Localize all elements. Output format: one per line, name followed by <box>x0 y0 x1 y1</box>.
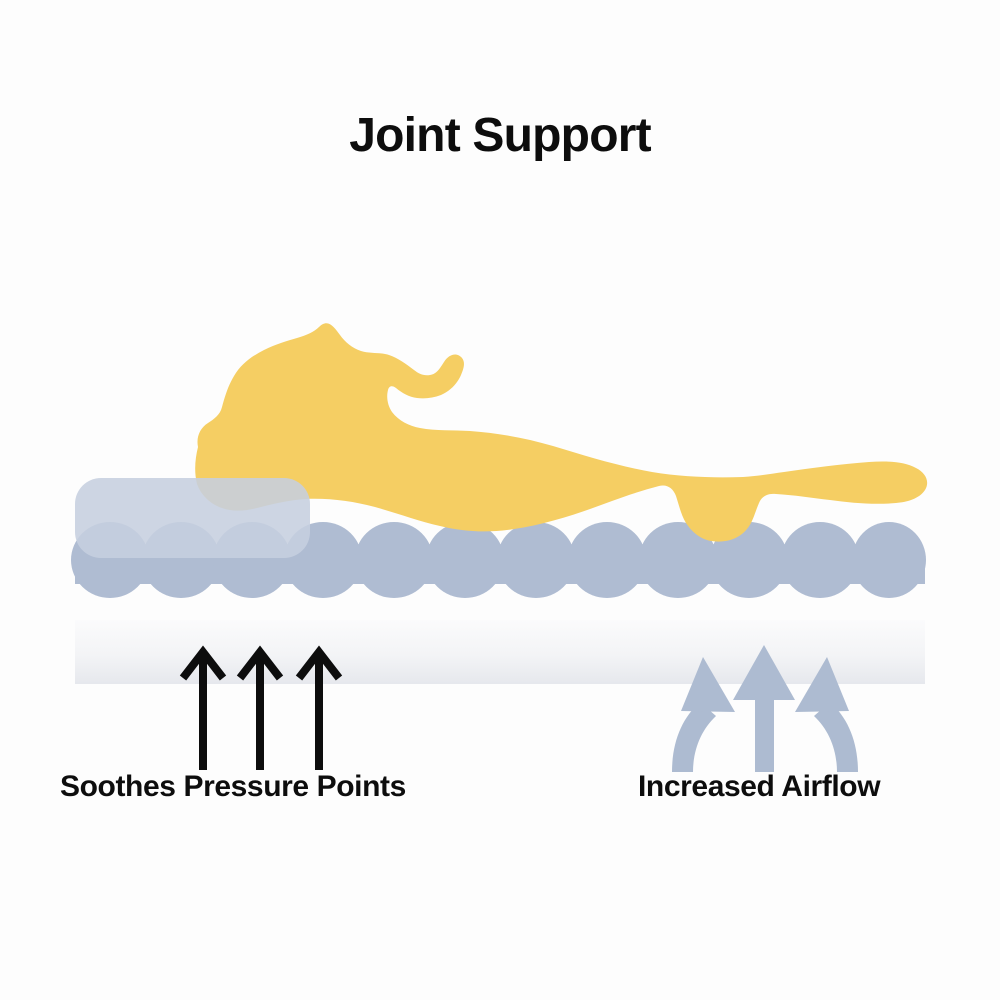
page-title: Joint Support <box>349 109 651 162</box>
pressure-arrow-icon <box>295 645 343 770</box>
airflow-arrow-icon <box>795 657 858 772</box>
memory-foam-cushion <box>75 478 310 558</box>
caption-soothes-pressure-points: Soothes Pressure Points <box>60 770 406 803</box>
airflow-arrows-group <box>672 645 858 772</box>
airflow-arrow-icon <box>672 657 735 772</box>
airflow-arrow-icon <box>733 645 795 772</box>
pressure-arrow-icon <box>236 645 284 770</box>
dog-silhouette <box>195 323 928 542</box>
pressure-arrows-group <box>179 645 343 770</box>
pressure-arrow-icon <box>179 645 227 770</box>
caption-increased-airflow: Increased Airflow <box>638 770 881 803</box>
